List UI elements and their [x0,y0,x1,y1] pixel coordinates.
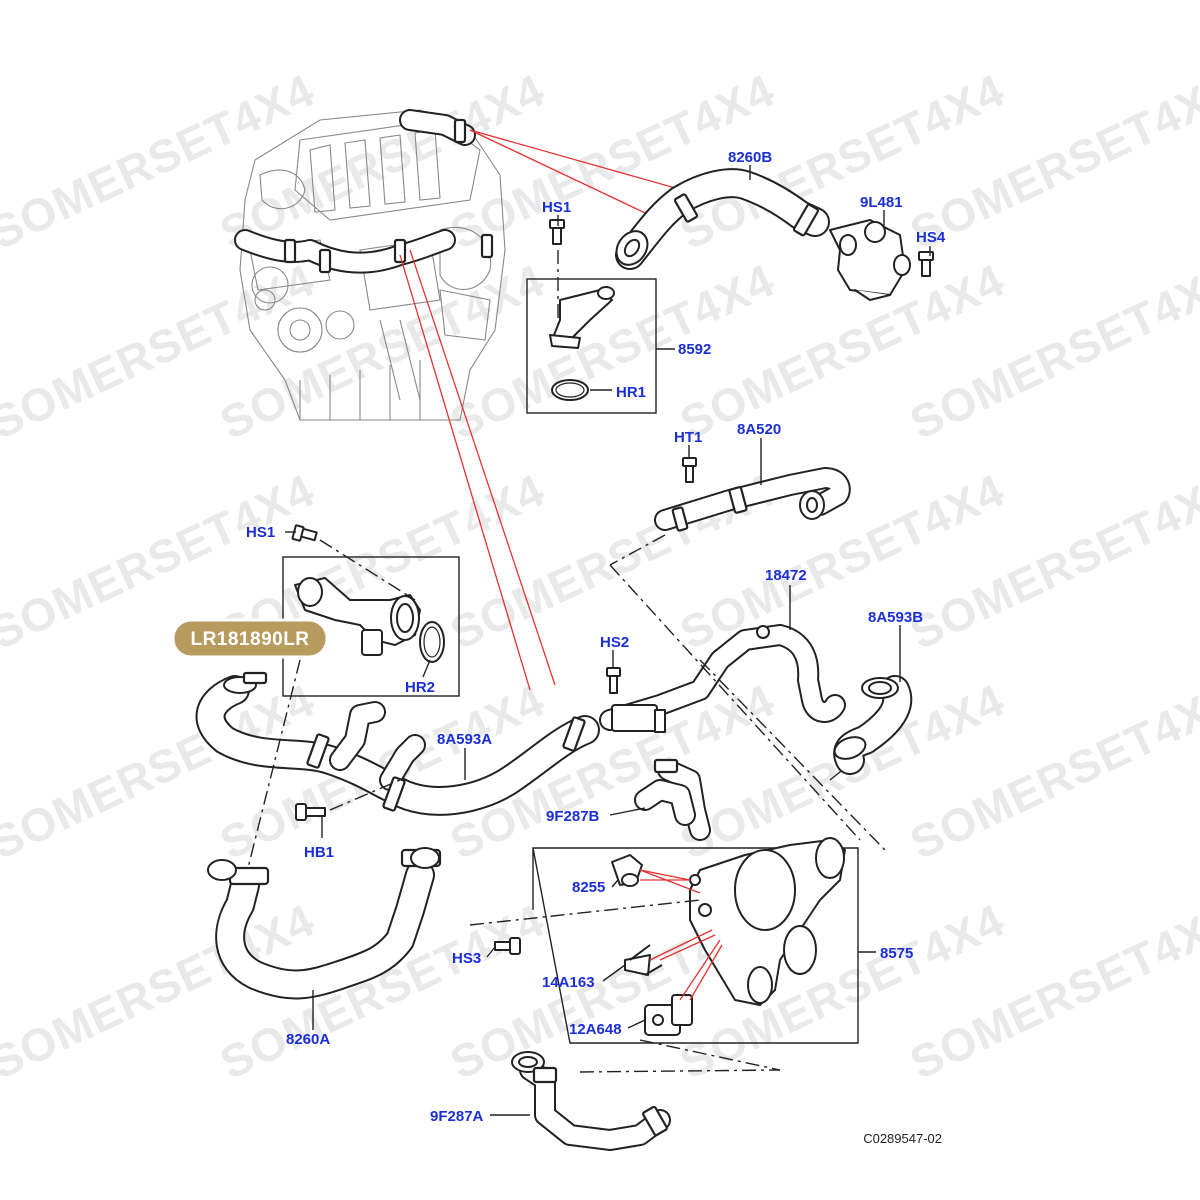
sensor-callout-lines [649,929,723,1001]
label-HR2[interactable]: HR2 [405,679,435,696]
label-8575[interactable]: 8575 [880,945,913,962]
label-HS1-middle[interactable]: HS1 [246,524,275,541]
part-labels: 8260B 9L481 HS4 HS1 8592 HR1 HT1 8A520 H… [246,149,946,1125]
label-HS2[interactable]: HS2 [600,634,629,651]
bolt-HS1-top[interactable] [549,219,565,245]
highlighted-part-badge[interactable]: LR181890LR [171,618,329,659]
watermark-layer: SOMERSET4X4 SOMERSET4X4 SOMERSET4X4 SOME… [0,64,1200,1089]
label-8A593B[interactable]: 8A593B [868,609,923,626]
bolt-HT1[interactable] [682,457,697,483]
leader-lines [285,165,931,1116]
thermostat-housing[interactable] [294,577,421,656]
bolt-HS1-middle[interactable] [291,524,318,542]
label-8A593A[interactable]: 8A593A [437,731,492,748]
label-8592[interactable]: 8592 [678,341,711,358]
lower-hose-8260A[interactable] [207,847,442,1000]
label-8260A[interactable]: 8260A [286,1031,330,1048]
callout-box-8592 [526,278,657,414]
o-ring-HR1[interactable] [551,379,589,401]
highlighted-part-number: LR181890LR [190,629,309,650]
callout-box-8575 [532,847,859,1044]
label-8A520[interactable]: 8A520 [737,421,781,438]
engine-callout-lines [399,129,701,691]
label-HT1[interactable]: HT1 [674,429,702,446]
label-HS1-top[interactable]: HS1 [542,199,571,216]
label-HS3[interactable]: HS3 [452,950,481,967]
hose-9F287A[interactable] [511,1051,671,1151]
label-HS4[interactable]: HS4 [916,229,946,246]
bolt-HS3[interactable] [494,937,521,955]
bolt-HS4[interactable] [918,251,934,277]
diagram-reference-number: C0289547-02 [863,1131,942,1146]
label-8260B[interactable]: 8260B [728,149,772,166]
label-9F287B[interactable]: 9F287B [546,808,600,825]
water-pump-housing-8575[interactable] [689,837,846,1006]
o-ring-HR2[interactable] [419,621,445,663]
coolant-housing-9L481[interactable] [829,219,911,301]
label-9L481[interactable]: 9L481 [860,194,903,211]
bolt-HB1[interactable] [295,803,326,821]
label-HR1[interactable]: HR1 [616,384,646,401]
engine-illustration [234,109,506,421]
pipe-8A520[interactable] [654,467,851,532]
outlet-pipe-8592[interactable] [549,286,615,349]
bolt-HS2[interactable] [606,667,621,694]
label-12A648[interactable]: 12A648 [569,1021,622,1038]
label-14A163[interactable]: 14A163 [542,974,595,991]
gasket-callout-lines [639,869,701,894]
label-18472[interactable]: 18472 [765,567,807,584]
sensor-12A648[interactable] [644,994,693,1036]
hose-9F287B[interactable] [634,758,711,841]
clip-14A163[interactable] [624,944,663,976]
label-9F287A[interactable]: 9F287A [430,1108,484,1125]
hose-8A593B[interactable] [832,675,913,775]
upper-hose-8260B[interactable] [610,168,830,271]
label-8255[interactable]: 8255 [572,879,605,896]
hose-8A593A[interactable] [195,671,600,816]
pipe-18472[interactable] [599,624,846,733]
label-HB1[interactable]: HB1 [304,844,334,861]
gasket-8255[interactable] [611,854,643,887]
